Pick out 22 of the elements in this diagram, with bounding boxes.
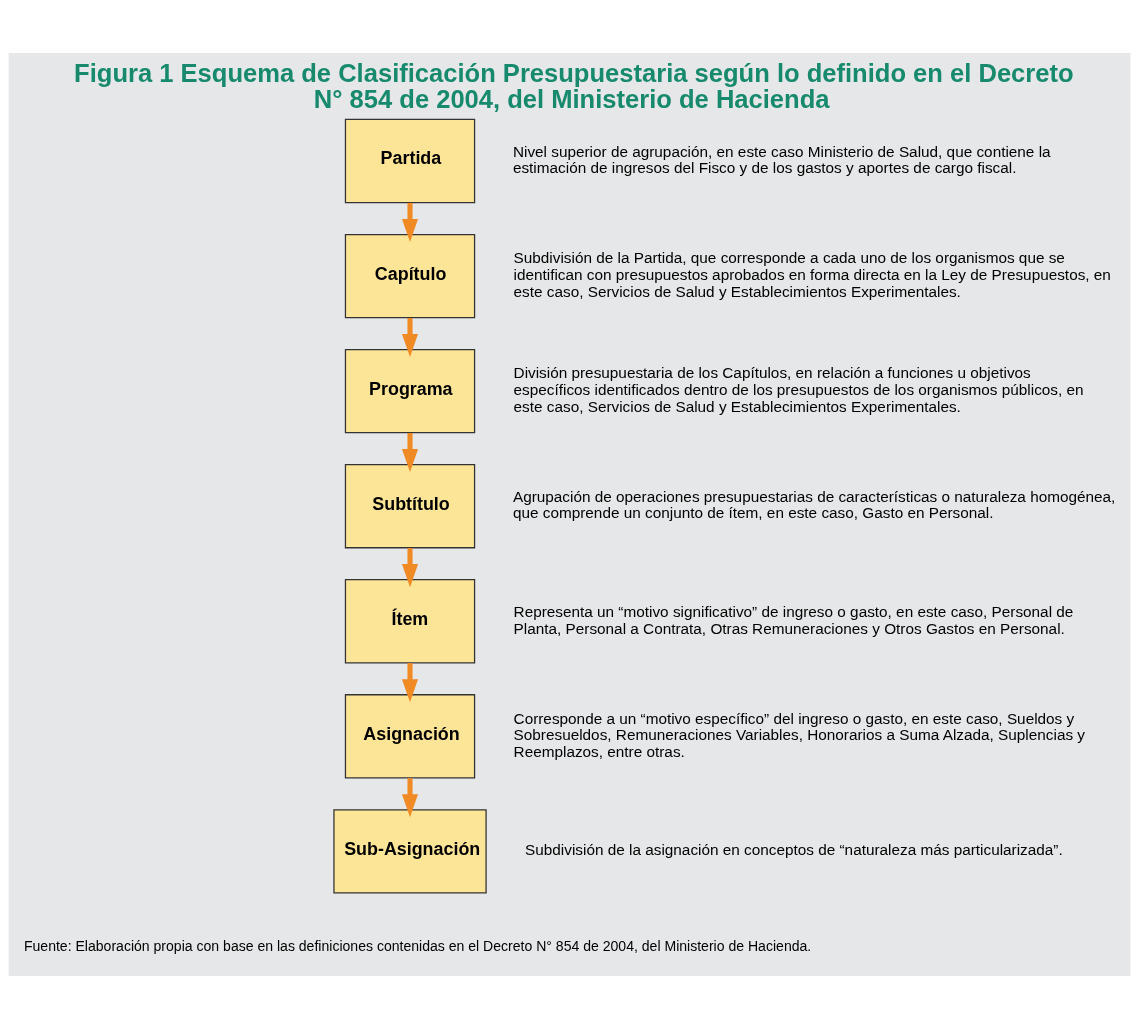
- arrow: [401, 548, 419, 588]
- node-box: Sub-Asignación: [333, 809, 487, 894]
- node-label: Nivel superior de agrupación, en este caso Ministerio de Salud, que contiene la estimación de ingresos del Fisco y de los gastos y aportes de cargo fiscal.: [512, 142, 1051, 177]
- node-box: Programa: [344, 348, 476, 434]
- arrow: [401, 202, 419, 242]
- node-box: Asignación: [344, 694, 476, 779]
- diagram-title: Figura 1 Esquema de Clasificación Presupuestaria según lo definido en el Decreto N° 854 de 2004, del Ministerio de Hacienda: [74, 59, 1074, 113]
- node-label: Subdivisión de la asignación en conceptos de “naturaleza más particularizada”.: [525, 841, 1063, 859]
- node-box: Subtítulo: [344, 464, 476, 549]
- arrow: [401, 433, 419, 473]
- node-label: División presupuestaria de los Capítulos, en relación a funciones u objetivos específicos identificados dentro de los presupuestos de los organismos públicos, en este caso, Servicios de Salud y Establecimientos Experimentales.: [513, 364, 1084, 415]
- arrow: [401, 778, 419, 818]
- node-label: Representa un “motivo significativo” de ingreso o gasto, en este caso, Personal de Planta, Personal a Contrata, Otras Remuneraciones y Otros Gastos en Personal.: [513, 602, 1074, 637]
- node-label: Agrupación de operaciones presupuestarias de características o naturaleza homogénea, que comprende un conjunto de ítem, en este caso, Gasto en Personal.: [512, 487, 1116, 522]
- arrow: [401, 663, 419, 703]
- node-box: Capítulo: [344, 233, 476, 319]
- node-label: Corresponde a un “motivo específico” del ingreso o gasto, en este caso, Sueldos y Sobresueldos, Remuneraciones Variables, Honorarios a Suma Alzada, Suplencias y Reemplazos, entre otras.: [513, 709, 1086, 760]
- node-box: Ítem: [344, 579, 476, 664]
- arrow: [401, 317, 419, 358]
- node-box: Partida: [344, 118, 476, 204]
- node-label: Subdivisión de la Partida, que corresponde a cada uno de los organismos que se identifican con presupuestos aprobados en forma directa en la Ley de Presupuestos, en este caso, Servicios de Salud y Establecimientos Experimentales.: [513, 249, 1111, 300]
- caption: Fuente: Elaboración propia con base en las definiciones contenidas en el Decreto N° 854 de 2004, del Ministerio de Hacienda.: [23, 938, 812, 955]
